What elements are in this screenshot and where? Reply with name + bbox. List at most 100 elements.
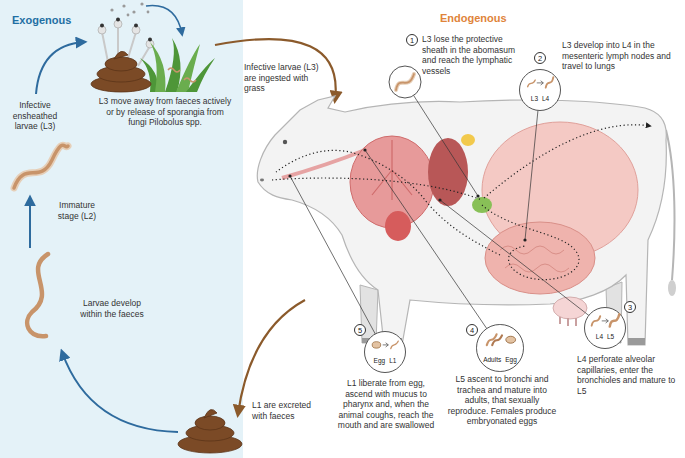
drawing-part	[288, 174, 291, 177]
callout-number: 2	[538, 54, 542, 63]
larva-icon	[391, 341, 399, 349]
step-description: L3 lose the protective sheath in the abo…	[422, 34, 518, 76]
drawing-part	[114, 51, 128, 59]
exogenous-panel	[0, 0, 243, 458]
stage-name: Adults	[483, 356, 501, 364]
stage-label: L3 move away from faeces actively or by …	[96, 96, 234, 128]
drawing-part	[476, 194, 479, 197]
drawing-part	[272, 178, 482, 200]
callout-number: 5	[358, 326, 362, 335]
pilobolus-fungi	[98, 2, 154, 66]
egg-icon	[506, 336, 516, 343]
drawing-part	[628, 338, 645, 345]
drawing-part	[525, 90, 540, 240]
callout-number: 3	[628, 303, 632, 312]
drawing-part	[168, 68, 180, 72]
drawing-part	[204, 409, 217, 418]
drawing-part	[500, 246, 569, 272]
larva-icon	[520, 70, 560, 92]
callout-number: 1	[410, 36, 414, 45]
callout-number: 4	[466, 324, 478, 336]
drawing-part	[116, 18, 120, 22]
drawing-part	[150, 42, 165, 92]
drawing-part	[668, 280, 676, 296]
drawing-part	[560, 317, 576, 326]
stage-name: L4	[596, 333, 603, 341]
drawing-part	[290, 176, 385, 352]
drawing-part	[148, 38, 152, 42]
larva-icon	[602, 320, 608, 321]
stage-label: L1 are excreted with faeces	[252, 400, 326, 421]
drawing-part	[485, 222, 595, 294]
drawing-part	[396, 74, 414, 90]
drawing-part	[363, 148, 366, 151]
stage-name: L3	[531, 95, 538, 103]
cycle-arrow	[36, 42, 84, 94]
callout-number: 3	[624, 301, 636, 313]
callout-number: 4	[470, 326, 474, 335]
spore-arrow	[146, 6, 182, 34]
stage-label: Infective ensheathed larvae (L3)	[4, 100, 66, 132]
section-heading: Endogenous	[440, 12, 507, 25]
stage-name: Egg	[505, 356, 517, 364]
drawing-part	[283, 140, 287, 144]
drawing-part	[405, 82, 478, 196]
step-description: L1 liberate from egg, ascend with mucus …	[333, 378, 439, 431]
organs	[282, 122, 638, 294]
larva-icon	[606, 319, 608, 323]
larva-icon	[365, 332, 405, 354]
egg-icon	[372, 342, 381, 348]
drawing-part	[127, 14, 130, 17]
drawing-part	[132, 10, 135, 13]
cow	[257, 96, 676, 345]
drawing-part	[396, 74, 414, 90]
drawing-part	[553, 297, 587, 319]
drawing-part	[147, 11, 150, 14]
stage-circle: Adults Egg	[476, 324, 524, 372]
drawing-part	[184, 78, 196, 82]
drawing-part	[389, 66, 421, 98]
larva-icon	[585, 308, 625, 330]
stage-circle: EggL1	[364, 331, 406, 373]
stage-name: L1	[389, 357, 396, 365]
leader-dots	[288, 148, 526, 241]
drawing-part	[165, 38, 181, 92]
drawing-part	[110, 8, 113, 11]
callout-number: 5	[354, 324, 366, 336]
stage-circle	[389, 66, 421, 98]
stage-name: L4	[542, 95, 549, 103]
cycle-arrow	[62, 352, 178, 432]
drawing-part	[105, 57, 137, 71]
larva-icon	[541, 81, 543, 85]
drawing-part	[276, 150, 500, 255]
stage-label: Infective larvae (L3) are ingested with …	[244, 62, 320, 94]
l3-larva	[14, 145, 68, 188]
leader-lines	[290, 82, 605, 352]
drawing-part	[666, 130, 674, 280]
drawing-part	[484, 125, 650, 198]
drawing-part	[260, 179, 264, 182]
drawing-part	[438, 198, 441, 201]
drawing-part	[428, 138, 468, 206]
drawing-part	[365, 150, 500, 348]
drawing-part	[134, 24, 138, 28]
stage-circle: L3 L4	[519, 69, 561, 111]
stage-name: L5	[607, 333, 614, 341]
larva-icon	[546, 77, 554, 87]
drawing-part	[461, 134, 475, 146]
drawing-part	[186, 58, 215, 92]
larva-icon	[477, 325, 523, 350]
callout-number: 2	[534, 52, 546, 64]
step-description: L3 develop into L4 in the mesenteric lym…	[562, 40, 680, 72]
drawing-part	[140, 2, 143, 5]
stage-name: Egg	[374, 357, 386, 365]
callout-number: 1	[406, 34, 418, 46]
drawing-part	[440, 200, 605, 328]
larva-icon	[383, 344, 388, 345]
stage-label: Larvae develop within the faeces	[80, 298, 144, 319]
drawing-part	[122, 4, 125, 7]
faeces	[178, 409, 242, 453]
drawing-part	[482, 205, 579, 280]
excretion-arrow	[238, 300, 305, 414]
